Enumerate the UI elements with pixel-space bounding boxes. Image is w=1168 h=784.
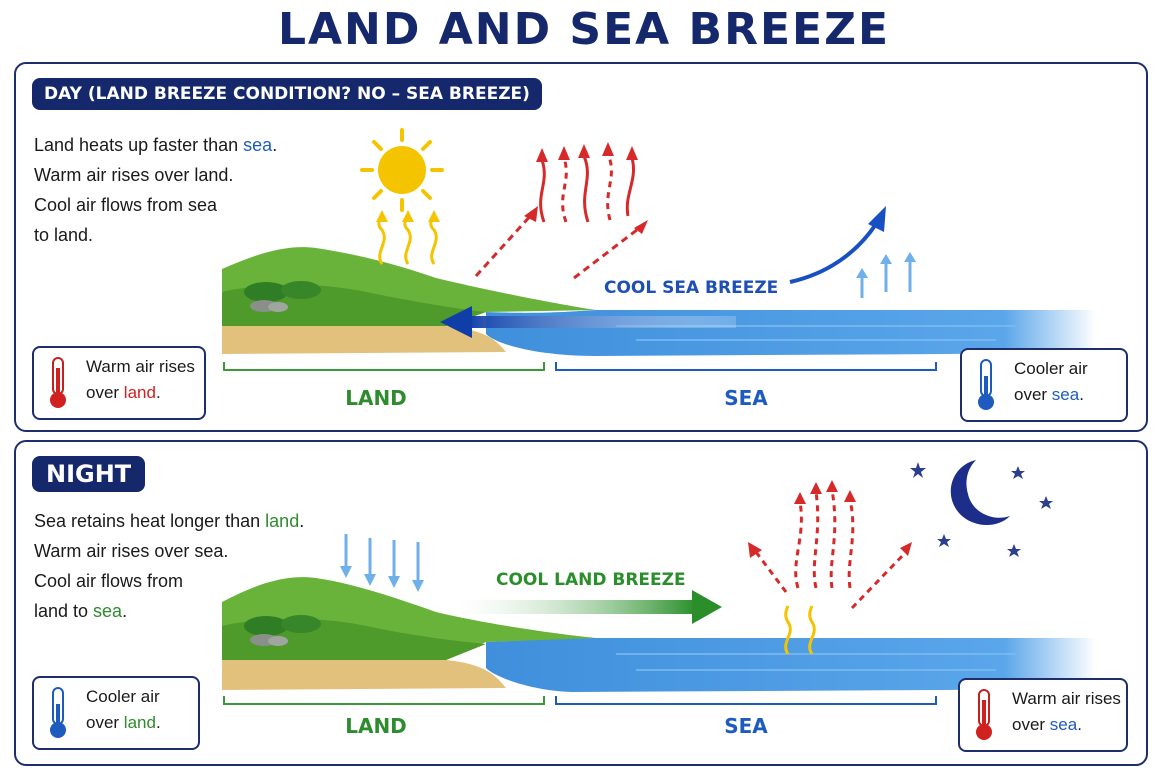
day-scene [222,128,1096,371]
night-sea-water [486,638,1096,692]
night-desc-line-4: land to sea. [34,596,304,626]
night-desc-line-2: Warm air rises over sea. [34,541,229,561]
star-icons [910,462,1053,557]
day-right-box-line-1: Cooler air [1014,359,1088,378]
day-cool-sea-box: Cooler air over sea. [960,348,1128,422]
night-red-rising-arrows [754,489,908,610]
night-beach [222,658,506,690]
thermometer-blue-icon [50,687,66,738]
day-sea-breeze-arrow [440,306,736,338]
night-desc-line-4-text: land to [34,601,94,621]
night-desc-line-1: Sea retains heat longer than land. [34,506,304,536]
day-desc-line-1-text: Land heats up faster than [34,135,244,155]
day-desc-line-3: Cool air flows from sea [34,195,218,215]
day-panel: DAY (LAND BREEZE CONDITION? NO – SEA BRE… [14,62,1148,432]
night-panel: NIGHT Sea retains heat longer than land.… [14,440,1148,766]
day-heat-waves [377,215,438,265]
day-sea-bracket [555,362,937,371]
night-left-box-line-2: over land. [86,710,161,736]
day-desc-sea-word: sea [243,135,273,155]
day-left-box-suffix: . [155,383,161,402]
day-warm-land-box: Warm air rises over land. [32,346,206,420]
thermometer-red-icon [976,689,992,740]
day-right-box-suffix: . [1079,385,1084,404]
day-left-box-line-2: over land. [86,380,195,406]
day-left-box-line-1: Warm air rises [86,357,195,376]
day-sea-label: SEA [724,386,768,410]
moon-icon [950,460,1010,525]
night-left-box-line-1: Cooler air [86,687,160,706]
sun-icon [360,128,444,212]
night-right-box-line-1: Warm air rises [1012,689,1121,708]
night-warm-sea-text: Warm air rises over sea. [1012,686,1121,738]
night-sinking-arrows [344,534,420,582]
thermometer-red-icon [50,357,66,408]
day-left-box-land-word: land [123,383,156,402]
night-breeze-label: COOL LAND BREEZE [496,570,686,590]
day-right-box-prefix: over [1014,385,1052,404]
night-warm-sea-box: Warm air rises over sea. [958,678,1128,752]
day-red-rising-arrows [474,153,643,280]
star-icon [1011,466,1025,479]
star-icon [910,462,926,478]
night-heat-waves [784,605,816,655]
night-sea-label: SEA [724,714,768,738]
night-desc-line-4-end: . [122,601,128,621]
day-land-label: LAND [345,386,407,410]
day-desc-line-2: Warm air rises over land. [34,165,234,185]
night-desc-line-3: Cool air flows from [34,571,184,591]
day-blue-rising-arrow [789,206,886,284]
star-icon [1039,496,1053,509]
night-right-box-line-2: over sea. [1012,712,1121,738]
night-desc-line-1-end: . [299,511,305,531]
night-desc-line-1-text: Sea retains heat longer than [34,511,266,531]
day-light-blue-arrows [860,260,912,298]
night-desc-sea-word: sea [93,601,123,621]
night-description: Sea retains heat longer than land. Warm … [34,506,304,626]
night-scene [222,460,1096,705]
night-land-bracket [223,696,545,705]
day-cool-sea-text: Cooler air over sea. [1014,356,1088,408]
night-cool-land-text: Cooler air over land. [86,684,161,736]
day-left-box-prefix: over [86,383,124,402]
night-left-box-suffix: . [155,713,161,732]
day-desc-line-1-end: . [272,135,278,155]
night-desc-land-word: land [265,511,300,531]
night-right-box-suffix: . [1077,715,1082,734]
day-description: Land heats up faster than sea. Warm air … [34,130,277,250]
day-land-bracket [223,362,545,371]
night-right-box-prefix: over [1012,715,1050,734]
night-cool-land-box: Cooler air over land. [32,676,200,750]
day-right-box-sea-word: sea [1051,385,1080,404]
day-beach [222,324,506,354]
star-icon [1007,544,1021,557]
night-right-box-sea-word: sea [1049,715,1078,734]
night-land-breeze-arrow [456,590,722,624]
day-breeze-label: COOL SEA BREEZE [604,278,779,298]
thermometer-blue-icon [978,359,994,410]
night-sea-bracket [555,696,937,705]
night-left-box-land-word: land [123,713,156,732]
night-land-label: LAND [345,714,407,738]
day-desc-line-1: Land heats up faster than sea. [34,130,277,160]
day-right-box-line-2: over sea. [1014,382,1088,408]
night-badge: NIGHT [32,456,146,492]
star-icon [937,534,951,547]
night-left-box-prefix: over [86,713,124,732]
page-title: LAND AND SEA BREEZE [277,4,891,55]
day-desc-line-4: to land. [34,225,94,245]
day-badge: DAY (LAND BREEZE CONDITION? NO – SEA BRE… [32,78,542,110]
day-warm-land-text: Warm air rises over land. [86,354,195,406]
